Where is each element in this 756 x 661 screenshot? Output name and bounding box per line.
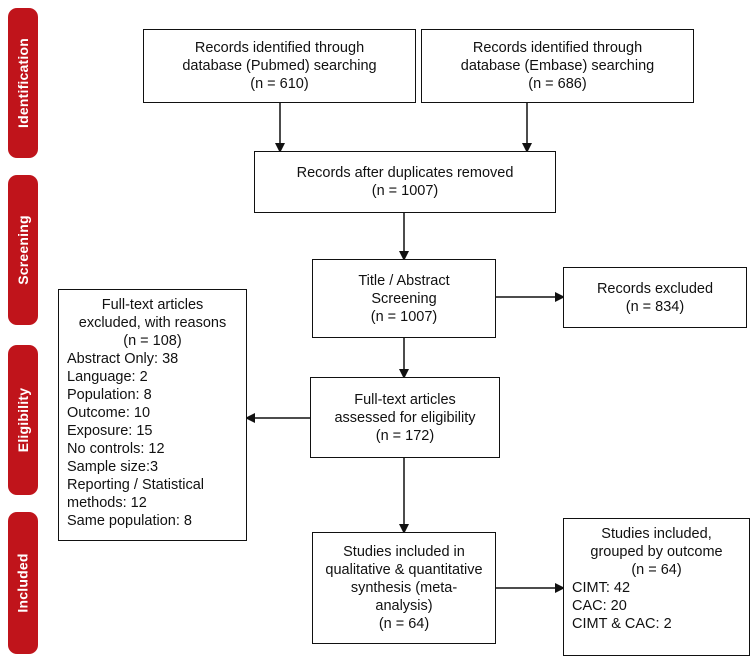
box-text-line: Title / Abstract — [358, 272, 450, 289]
exclusion-reason: Reporting / Statistical — [67, 477, 205, 493]
box-records-excluded: Records excluded (n = 834) — [563, 267, 747, 328]
outcome-item: CIMT & CAC: 2 — [572, 616, 672, 632]
box-text-line: Studies included in — [343, 544, 465, 560]
phase-included-label: Included — [8, 512, 38, 654]
exclusion-reason: Sample size:3 — [67, 459, 159, 475]
exclusion-reason: methods: 12 — [67, 495, 147, 511]
box-text-line: Records identified through — [472, 40, 643, 56]
box-text-line: Full-text articles — [354, 391, 456, 408]
box-header-line: (n = 64) — [631, 562, 682, 578]
box-header-line: (n = 108) — [123, 333, 182, 349]
phase-screening-label: Screening — [8, 175, 38, 325]
box-text-line: (n = 1007) — [371, 183, 439, 199]
box-text-line: Screening — [371, 290, 437, 307]
box-text-line: database (Embase) searching — [460, 58, 655, 74]
box-header-line: Full-text articles — [101, 297, 204, 313]
box-records-pubmed: Records identified through database (Pub… — [143, 29, 416, 103]
box-grouped-by-outcome: Studies included, grouped by outcome (n … — [563, 518, 750, 656]
box-text-line: (n = 686) — [528, 76, 587, 92]
phase-identification-label: Identification — [8, 8, 38, 158]
box-text-line: database (Pubmed) searching — [182, 58, 377, 74]
box-text-line: Records excluded — [596, 280, 714, 297]
box-studies-included: Studies included in qualitative & quanti… — [312, 532, 496, 644]
box-header-line: excluded, with reasons — [78, 315, 227, 331]
box-text-line: (n = 64) — [378, 616, 430, 632]
phase-eligibility-label: Eligibility — [8, 345, 38, 495]
box-header-line: Studies included, — [601, 526, 712, 542]
exclusion-reason: Abstract Only: 38 — [67, 351, 179, 367]
exclusion-reason: No controls: 12 — [67, 441, 165, 457]
box-text-line: (n = 834) — [625, 298, 685, 315]
box-text-line: synthesis (meta- — [350, 580, 458, 596]
box-fulltext-assessed: Full-text articles assessed for eligibil… — [310, 377, 500, 458]
box-text-line: (n = 610) — [250, 76, 309, 92]
box-header-line: grouped by outcome — [590, 544, 723, 560]
box-text-line: qualitative & quantitative — [325, 562, 483, 578]
box-text-line: analysis) — [375, 598, 433, 614]
box-text-line: (n = 1007) — [370, 308, 438, 325]
box-text-line: assessed for eligibility — [334, 409, 476, 426]
box-duplicates-removed: Records after duplicates removed (n = 10… — [254, 151, 556, 213]
exclusion-reason: Population: 8 — [67, 387, 152, 403]
box-text-line: (n = 172) — [375, 427, 435, 444]
box-text-line: Records identified through — [194, 40, 365, 56]
exclusion-reason: Outcome: 10 — [67, 405, 151, 421]
box-records-embase: Records identified through database (Emb… — [421, 29, 694, 103]
box-title-abstract-screening: Title / Abstract Screening (n = 1007) — [312, 259, 496, 338]
exclusion-reason: Language: 2 — [67, 369, 148, 385]
outcome-item: CIMT: 42 — [572, 580, 631, 596]
exclusion-reason: Same population: 8 — [67, 513, 192, 529]
outcome-item: CAC: 20 — [572, 598, 627, 614]
exclusion-reason: Exposure: 15 — [67, 423, 153, 439]
box-fulltext-excluded: Full-text articles excluded, with reason… — [58, 289, 247, 541]
box-text-line: Records after duplicates removed — [296, 165, 514, 181]
